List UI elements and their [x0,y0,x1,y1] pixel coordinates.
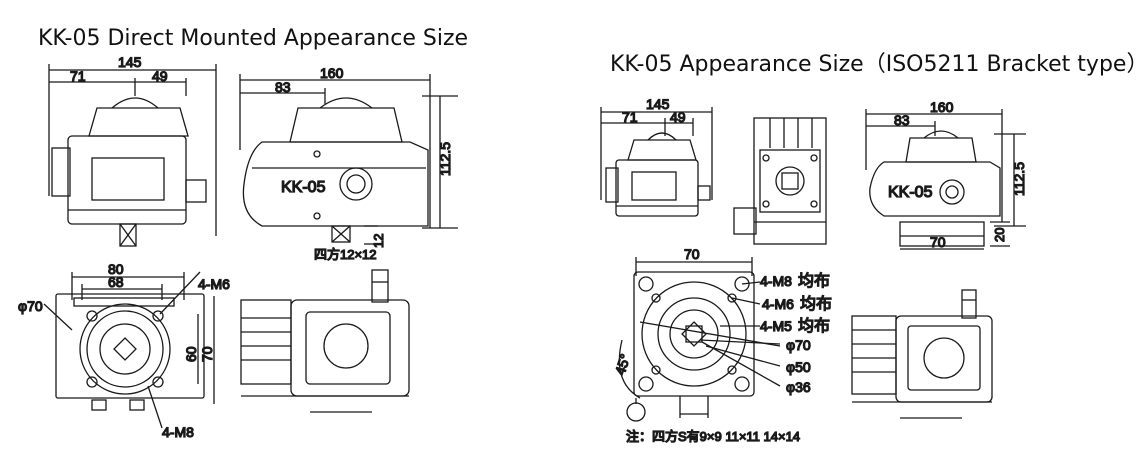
right-bracket-view [733,117,827,245]
ls-model-label: KK-05 [281,179,326,196]
lf-dim-145: 145 [118,54,142,70]
rfl-dim-phi50: φ50 [786,359,811,375]
drawing-canvas: 145 71 49 160 83 112.5 KK-05 12 四方12×12 [17,53,1027,444]
rfl-note: 注：四方S有9×9 11×11 14×14 [626,429,800,444]
ls-dim-160: 160 [320,65,344,81]
rfl-bolt-m8: 4-M8 [760,273,792,289]
left-front-view [48,64,217,247]
rs-model-label: KK-05 [888,184,933,201]
rs-dim-70: 70 [930,234,946,250]
rf-dim-71: 71 [622,109,638,125]
lb-dim-68: 68 [108,274,124,290]
rfl-angle-45: 45° [612,352,634,377]
lb-bolt-m8: 4-M8 [162,424,194,440]
left-side-view [239,74,458,245]
rs-dim-160: 160 [930,99,954,115]
rfl-bolt-m5: 4-M5 [760,318,792,334]
rs-dim-height: 112.5 [1011,162,1027,196]
lf-dim-71: 71 [70,68,86,84]
ls-dim-shaft: 12 [371,234,386,248]
ls-dim-83: 83 [275,79,291,95]
rf-dim-49: 49 [670,109,686,125]
rfl-dim-phi70: φ70 [786,337,811,353]
lb-dim-80: 80 [108,261,124,277]
rs-dim-83: 83 [894,112,910,128]
lb-dim-70: 70 [199,346,215,362]
rs-dim-20: 20 [992,228,1007,242]
rfl-bolt-m6: 4-M6 [762,296,794,312]
rfl-bolt-m5-suffix: 均布 [798,317,830,335]
right-flange-view [618,257,781,422]
lb-bolt-m6: 4-M6 [198,276,230,292]
rfl-bolt-m6-suffix: 均布 [800,295,832,313]
rfl-dim-70: 70 [684,246,700,262]
lf-dim-49: 49 [152,68,168,84]
rf-dim-145: 145 [646,96,670,112]
rfl-bolt-m8-suffix: 均布 [798,272,830,290]
right-front-view [600,107,713,217]
right-title: KK-05 Appearance Size（ISO5211 Bracket ty… [610,52,1148,77]
lb-dim-60: 60 [183,346,199,362]
ls-dim-height: 112.5 [437,142,453,176]
left-title: KK-05 Direct Mounted Appearance Size [38,26,469,51]
lb-dim-phi70: φ70 [18,298,43,314]
rfl-dim-phi36: φ36 [786,379,811,395]
left-iso-view [240,269,410,413]
right-side-view [865,109,1026,250]
left-bottom-view [43,271,215,429]
ls-square-note: 四方12×12 [314,247,377,262]
right-iso-view [851,289,993,419]
